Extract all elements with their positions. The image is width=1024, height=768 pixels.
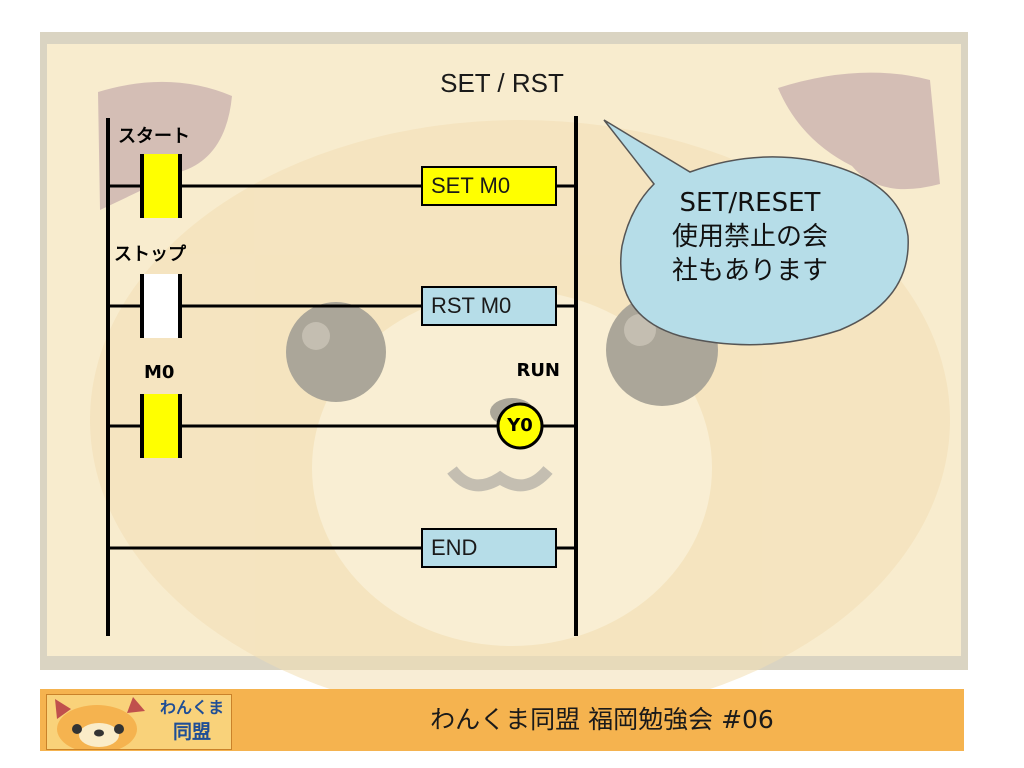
logo-text-line-2: 同盟: [172, 721, 211, 743]
callout-line-3: 社もあります: [671, 256, 828, 286]
contact-label-start: スタート: [118, 126, 190, 147]
contact-label-stop: ストップ: [114, 244, 186, 265]
footer-logo: わんくま 同盟: [46, 694, 232, 750]
instruction-set-m0: SET M0: [421, 166, 557, 206]
instruction-rst-m0: RST M0: [421, 286, 557, 326]
callout-shape: [603, 119, 909, 346]
bear-mouth: [447, 465, 553, 492]
coil-label-run: RUN: [516, 360, 560, 381]
contact-start-fill: [142, 154, 180, 218]
callout-line-2: 使用禁止の会: [671, 222, 828, 252]
callout-line-1: SET/RESET: [679, 188, 821, 218]
coil-y0-text: Y0: [507, 415, 533, 436]
bear-muzzle: [312, 290, 712, 646]
bear-ear-right: [778, 72, 940, 190]
contact-stop-fill: [142, 274, 180, 338]
slide-title: SET / RST: [440, 68, 564, 98]
instruction-end: END: [421, 528, 557, 568]
contact-m0-fill: [142, 394, 180, 458]
coil-y0-circle: [496, 402, 544, 450]
contact-label-m0: M0: [144, 362, 175, 383]
bear-ear-left: [98, 81, 232, 211]
bear-logo-icon: [55, 697, 145, 749]
callout-text: SET/RESET 使用禁止の会 社もあります: [626, 186, 874, 288]
logo-text-line-1: わんくま: [159, 698, 224, 717]
footer-title: わんくま同盟 福岡勉強会 #06: [430, 705, 774, 734]
